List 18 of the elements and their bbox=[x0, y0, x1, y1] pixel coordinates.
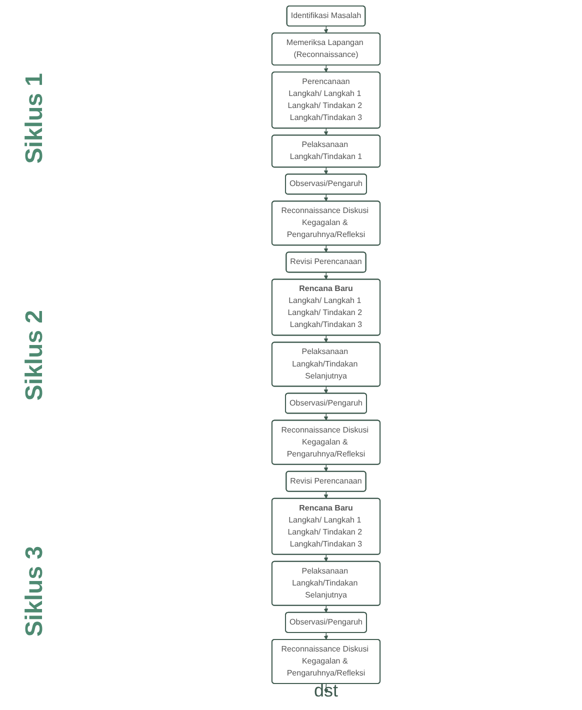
arrow bbox=[324, 272, 328, 280]
arrow bbox=[324, 386, 328, 394]
arrow bbox=[324, 128, 328, 136]
cycle-label: Siklus 3 bbox=[21, 546, 49, 637]
arrow bbox=[324, 335, 328, 343]
arrow bbox=[324, 464, 328, 472]
cycle-label: Siklus 1 bbox=[21, 72, 49, 164]
arrow bbox=[324, 167, 328, 175]
arrow bbox=[324, 632, 328, 640]
arrow bbox=[324, 64, 328, 72]
arrow bbox=[324, 605, 328, 613]
arrow bbox=[324, 194, 328, 202]
arrow bbox=[324, 554, 328, 562]
cycle-label: Siklus 2 bbox=[21, 310, 49, 400]
arrow bbox=[324, 413, 328, 421]
arrow bbox=[324, 26, 328, 34]
arrow bbox=[324, 245, 328, 253]
arrow bbox=[324, 491, 328, 499]
